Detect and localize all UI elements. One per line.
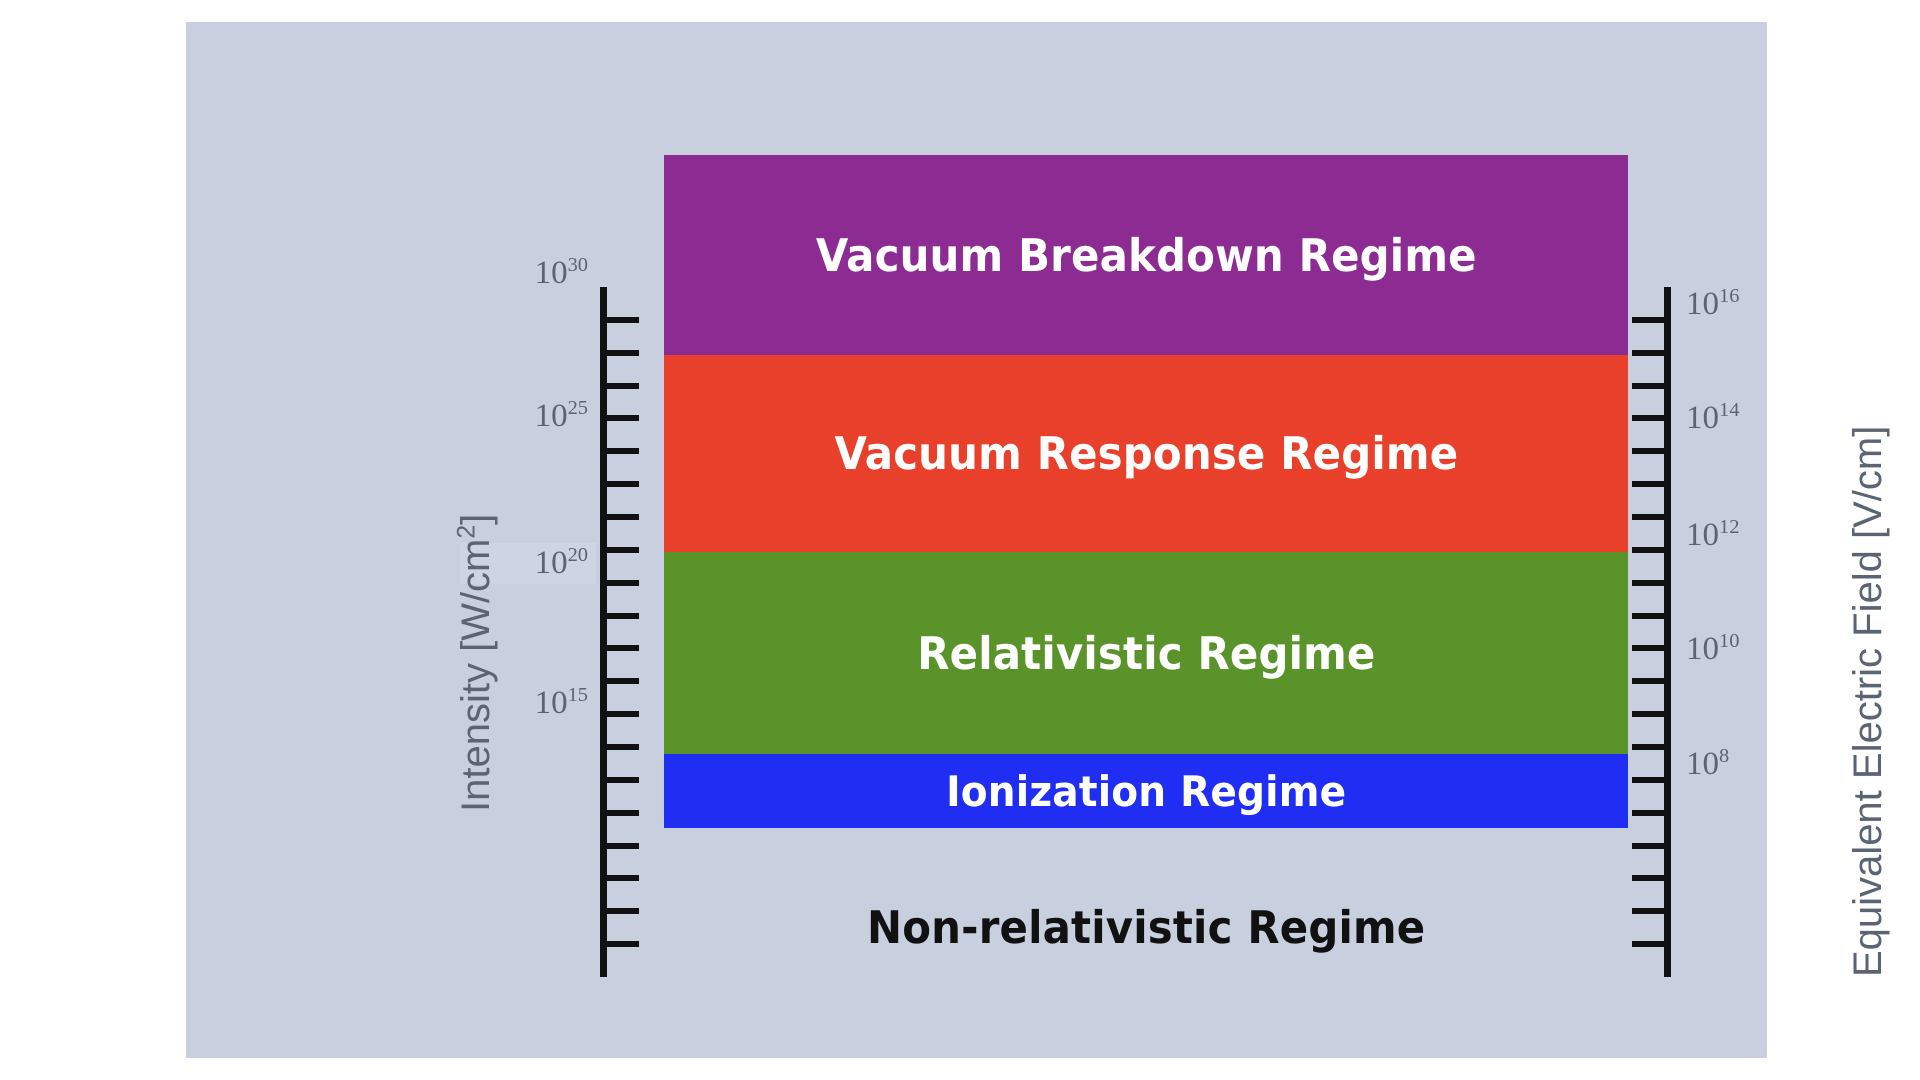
axis-tick bbox=[1632, 316, 1664, 323]
right-axis-tick-label-1e14: 1014 bbox=[1686, 399, 1826, 436]
regime-label-relativistic: Relativistic Regime bbox=[916, 626, 1376, 680]
axis-tick bbox=[607, 448, 639, 455]
axis-tick bbox=[1632, 612, 1664, 619]
tick-mantissa: 10 bbox=[534, 255, 568, 291]
axis-tick bbox=[1632, 382, 1664, 389]
axis-tick bbox=[1632, 809, 1664, 816]
tick-mantissa: 10 bbox=[1686, 631, 1719, 667]
regime-band-vacuum-response: Vacuum Response Regime bbox=[664, 355, 1628, 552]
axis-tick bbox=[607, 711, 639, 718]
left-axis-title-base: Intensity [W/cm bbox=[454, 538, 498, 812]
axis-tick bbox=[607, 678, 639, 685]
axis-tick bbox=[607, 875, 639, 882]
right-axis-tick-label-1e16: 1016 bbox=[1686, 285, 1826, 322]
regime-band-ionization: Ionization Regime bbox=[664, 754, 1628, 828]
tick-mantissa: 10 bbox=[1686, 517, 1719, 553]
axis-tick bbox=[607, 316, 639, 323]
axis-tick bbox=[607, 382, 639, 389]
axis-tick bbox=[607, 579, 639, 586]
regime-label-ionization: Ionization Regime bbox=[945, 766, 1347, 816]
tick-exponent: 10 bbox=[1719, 630, 1740, 652]
axis-tick bbox=[1632, 415, 1664, 422]
axis-tick bbox=[607, 744, 639, 750]
left-axis-tick-label-1e30: 1030 bbox=[468, 254, 588, 291]
tick-mantissa: 10 bbox=[1686, 286, 1719, 322]
tick-mantissa: 10 bbox=[1686, 746, 1719, 782]
tick-mantissa: 10 bbox=[1686, 400, 1719, 436]
right-axis-tick-label-1e10: 1010 bbox=[1686, 630, 1826, 667]
left-axis-tick-label-1e15: 1015 bbox=[468, 684, 588, 721]
axis-tick bbox=[607, 514, 639, 520]
left-axis-title: Intensity [W/cm2] bbox=[454, 514, 499, 812]
axis-tick bbox=[607, 809, 639, 816]
left-axis-title-end: ] bbox=[454, 513, 498, 525]
axis-tick bbox=[1632, 514, 1664, 520]
tick-mantissa: 10 bbox=[534, 398, 568, 434]
axis-tick bbox=[1632, 481, 1664, 488]
regime-label-vacuum-response: Vacuum Response Regime bbox=[834, 427, 1458, 480]
axis-tick bbox=[1632, 448, 1664, 455]
tick-exponent: 20 bbox=[567, 544, 588, 566]
axis-tick bbox=[607, 645, 639, 652]
axis-tick bbox=[1632, 875, 1664, 882]
axis-tick bbox=[607, 776, 639, 783]
axis-tick bbox=[607, 612, 639, 619]
regime-band-relativistic: Relativistic Regime bbox=[664, 552, 1628, 754]
tick-exponent: 12 bbox=[1719, 516, 1740, 538]
tick-mantissa: 10 bbox=[534, 545, 568, 581]
axis-tick bbox=[607, 481, 639, 488]
tick-mantissa: 10 bbox=[534, 685, 568, 721]
axis-tick bbox=[607, 546, 639, 553]
right-axis-tick-label-1e12: 1012 bbox=[1686, 516, 1826, 553]
tick-exponent: 16 bbox=[1719, 285, 1740, 307]
tick-exponent: 8 bbox=[1719, 745, 1730, 767]
axis-tick bbox=[1632, 546, 1664, 553]
axis-tick bbox=[1632, 349, 1664, 356]
axis-tick bbox=[607, 842, 639, 849]
axis-tick bbox=[1632, 941, 1664, 948]
right-axis-line bbox=[1664, 287, 1671, 977]
regime-band-non-relativistic: Non-relativistic Regime bbox=[664, 892, 1628, 962]
slide-panel: Vacuum Breakdown Regime Vacuum Response … bbox=[186, 22, 1890, 1058]
left-axis-title-exponent: 2 bbox=[453, 524, 481, 539]
regime-label-vacuum-breakdown: Vacuum Breakdown Regime bbox=[815, 228, 1477, 282]
regime-label-non-relativistic: Non-relativistic Regime bbox=[866, 900, 1426, 954]
tick-exponent: 30 bbox=[567, 254, 588, 276]
axis-tick bbox=[607, 908, 639, 915]
left-axis-tick-label-1e25: 1025 bbox=[468, 397, 588, 434]
axis-tick bbox=[607, 349, 639, 356]
left-axis-line bbox=[600, 287, 607, 977]
axis-tick bbox=[1632, 908, 1664, 915]
right-axis-title: Equivalent Electric Field [V/cm] bbox=[1846, 425, 1890, 977]
axis-tick bbox=[1632, 776, 1664, 783]
left-axis-tick-label-1e20: 1020 bbox=[460, 543, 596, 584]
axis-tick bbox=[607, 415, 639, 422]
tick-exponent: 15 bbox=[567, 684, 588, 706]
right-axis-tick-label-1e8: 108 bbox=[1686, 745, 1826, 782]
axis-tick bbox=[1632, 645, 1664, 652]
regime-band-vacuum-breakdown: Vacuum Breakdown Regime bbox=[664, 155, 1628, 355]
axis-tick bbox=[607, 941, 639, 948]
axis-tick bbox=[1632, 711, 1664, 718]
axis-tick bbox=[1632, 579, 1664, 586]
axis-tick bbox=[1632, 678, 1664, 685]
tick-exponent: 14 bbox=[1719, 399, 1740, 421]
axis-tick bbox=[1632, 744, 1664, 750]
axis-tick bbox=[1632, 842, 1664, 849]
tick-exponent: 25 bbox=[567, 397, 588, 419]
